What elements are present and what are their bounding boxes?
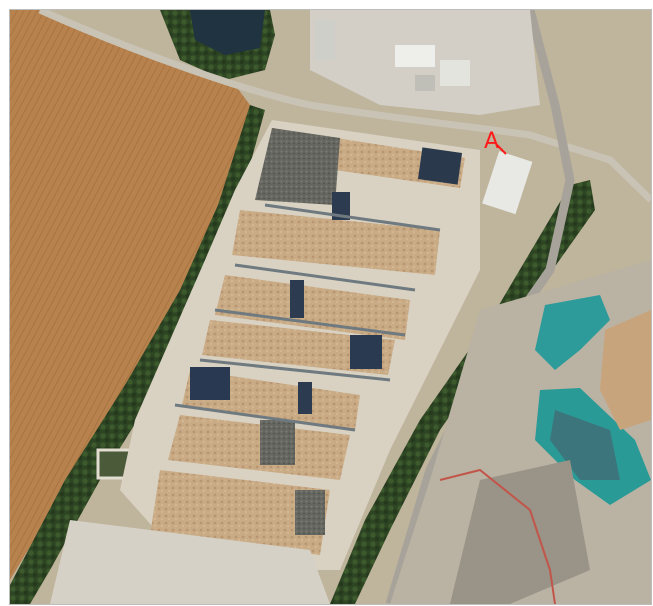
building-1	[395, 45, 435, 67]
tree-line-west	[10, 105, 265, 604]
tarp-2	[332, 192, 350, 220]
pond	[190, 10, 265, 55]
gravel-pile-3	[295, 490, 325, 535]
bay-row-2	[232, 210, 440, 275]
material-bays	[150, 128, 465, 555]
building-4	[315, 20, 335, 60]
bay-row-6	[168, 415, 350, 480]
gravel-pile-1	[255, 128, 340, 205]
farmland-field	[10, 10, 250, 580]
tarp-3	[290, 280, 304, 318]
concrete-south	[50, 520, 330, 604]
location-marker-a[interactable]: A	[484, 129, 507, 155]
bay-walls	[174, 203, 441, 432]
building-3	[415, 75, 435, 91]
satellite-map[interactable]: A	[9, 9, 652, 605]
tarp-5	[190, 367, 230, 400]
southeast-site	[390, 260, 651, 604]
tarp-4	[350, 335, 382, 369]
tarp-6	[298, 382, 312, 414]
road-east	[385, 10, 575, 604]
teal-cover-1	[535, 295, 610, 370]
sand-piles-east	[600, 310, 651, 430]
gravel-pile-2	[260, 420, 295, 465]
tarp-1	[417, 147, 463, 185]
red-boundary	[439, 468, 556, 604]
marker-label: A	[484, 129, 499, 154]
bay-row-3	[215, 275, 410, 340]
warehouse	[482, 151, 533, 215]
bay-row-4	[202, 320, 395, 375]
map-canvas: A	[10, 10, 651, 604]
bay-row-7	[150, 470, 330, 555]
access-road	[38, 10, 651, 203]
building-2	[440, 60, 470, 86]
gravel-east	[450, 460, 590, 604]
